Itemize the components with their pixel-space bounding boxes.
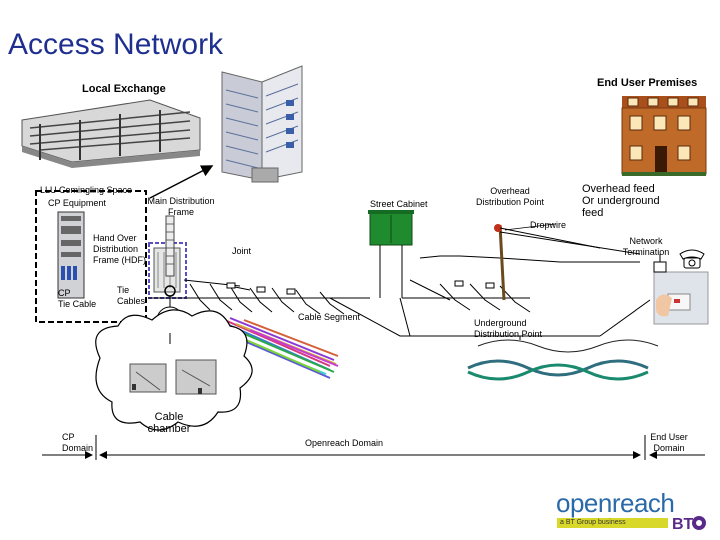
llu-comingling-boundary	[35, 190, 147, 323]
cp-domain-label: CP Domain	[62, 432, 94, 453]
overhead-distribution-point-label: Overhead Distribution Point	[475, 186, 545, 207]
exchange-building-icon	[21, 99, 201, 168]
dropwire-label: Dropwire	[530, 220, 567, 230]
network-termination-label: Network Termination	[622, 236, 670, 257]
joint-label: Joint	[232, 246, 252, 256]
hdf-label: Hand Over Distribution Frame (HDF)	[93, 233, 146, 265]
local-exchange-label: Local Exchange	[82, 83, 166, 95]
end-user-premises-label: End User Premises	[597, 77, 698, 89]
telephone-icon	[679, 249, 705, 269]
tie-cables-label: Tie Cables	[117, 285, 146, 306]
cable-chamber-label: Cable chamber	[147, 411, 191, 435]
openreach-domain-label: Openreach Domain	[305, 438, 384, 448]
frame-rack-icon	[165, 215, 175, 277]
street-cabinet-label: Street Cabinet	[370, 199, 428, 209]
network-termination-photo-icon	[653, 271, 709, 325]
page-title: Access Network	[8, 28, 224, 61]
end-user-domain-label: End User Domain	[650, 432, 688, 453]
cp-tie-cable-label: CP Tie Cable	[58, 288, 97, 309]
street-cabinet-icon	[368, 210, 414, 246]
underground-distribution-point-label: Underground Distribution Point	[474, 318, 543, 339]
telegraph-pole-icon	[494, 224, 641, 301]
tower-block-icon	[221, 65, 303, 183]
cable-chamber-icon	[95, 309, 253, 431]
cp-rack-icon	[57, 211, 85, 299]
bt-logo-icon: BT	[672, 516, 706, 533]
twisted-cable-icon	[467, 339, 659, 381]
openreach-logo-wordmark: openreach	[556, 488, 675, 518]
llu-comingling-label: LLU Comingling Space	[40, 185, 133, 195]
overhead-feed-label: Overhead feed Or underground feed	[582, 183, 660, 219]
bt-logo-text: BT	[672, 516, 694, 533]
cp-equipment-label: CP Equipment	[48, 198, 106, 208]
cable-segment-label: Cable Segment	[298, 312, 361, 322]
houses-icon	[621, 96, 707, 176]
openreach-logo-tagline: a BT Group business	[557, 518, 668, 528]
main-distribution-frame-label: Main Distribution Frame	[147, 196, 215, 217]
network-termination-box-icon	[653, 254, 667, 273]
